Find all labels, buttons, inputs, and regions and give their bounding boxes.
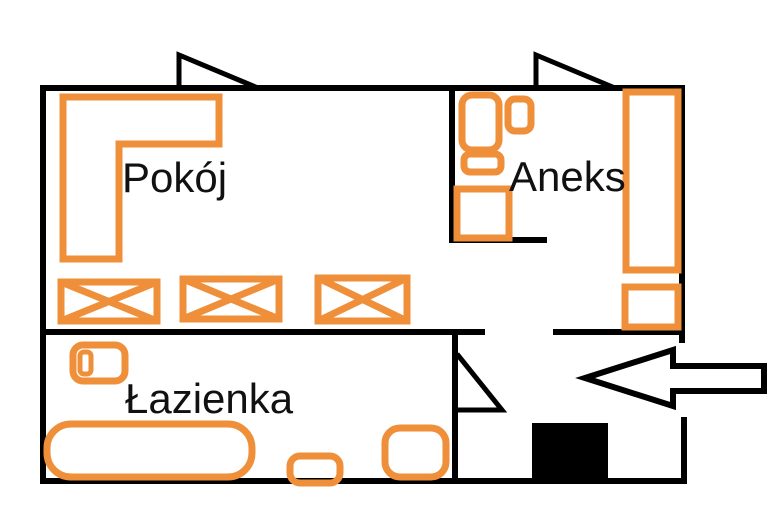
lazienka-furniture <box>43 341 450 487</box>
solid-block <box>532 423 608 481</box>
walls <box>40 85 687 484</box>
small-stool <box>286 452 344 487</box>
small-appliance <box>504 95 535 135</box>
corner-sofa <box>59 93 223 263</box>
stove <box>453 185 513 242</box>
aneks-furniture <box>453 88 682 331</box>
tall-wardrobe <box>622 88 682 274</box>
entrance-arrow-icon <box>575 345 767 411</box>
room-label-aneks: Aneks <box>509 153 626 200</box>
crossed-box-2 <box>179 275 283 323</box>
bathtub <box>43 420 256 481</box>
washing-machine <box>69 341 129 385</box>
crossed-box-3 <box>314 274 411 325</box>
crossed-box-1 <box>57 278 161 325</box>
door-swing-top-left <box>176 51 259 91</box>
pokoj-furniture <box>57 93 411 325</box>
cabinet <box>621 283 682 331</box>
room-label-pokoj: Pokój <box>122 154 227 201</box>
room-label-lazienka: Łazienka <box>125 375 294 422</box>
doors <box>176 51 616 413</box>
counter-shelf <box>460 150 505 176</box>
toilet <box>381 424 450 481</box>
door-swing-bathroom <box>455 352 508 413</box>
door-swing-top-right <box>533 51 616 91</box>
fridge <box>458 91 503 154</box>
